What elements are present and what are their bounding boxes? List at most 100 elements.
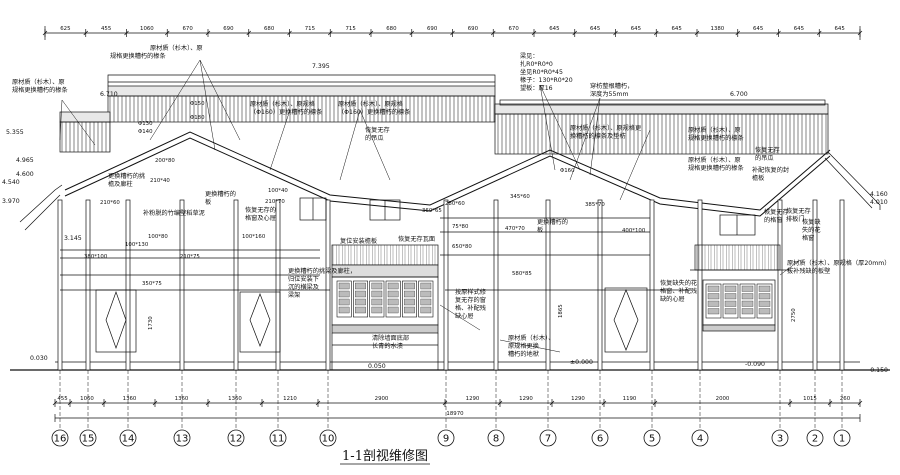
ann-6a: 穿枋整根糟朽， [590,82,633,90]
top-dim-17: 645 [753,26,763,32]
ann-15b: 板 [205,198,211,206]
level-3970: 3.970 [2,198,20,205]
axis-circle-11 [269,429,287,447]
axis-label-8: 8 [493,434,499,445]
axis-label-10: 10 [322,434,335,445]
ann-16: 复位安装檐板 [340,237,377,245]
ann-23d: 梁架 [288,291,300,299]
ann-9b: 规格更换糟朽的椽条 [688,164,744,172]
size-m3: Φ150 [190,101,205,107]
ann-3b: （Φ160）更换糟朽的檩条 [250,108,322,116]
ann-19a: 更换糟朽的 [537,218,568,226]
axis-label-5: 5 [649,434,655,445]
size-m22: 75*80 [452,224,469,230]
ann-1b: 规格更换糟朽的椽条 [110,52,166,60]
level-5355: 5.355 [6,129,24,136]
bottom-dim-9: 1290 [571,396,585,402]
main-roof [19,74,881,231]
ann-18a: 恢复无存 [764,208,789,216]
bottom-dim-0: 455 [57,396,67,402]
size-m23: 345*60 [510,194,530,200]
size-m9: 100*40 [268,188,288,194]
axis-label-12: 12 [230,434,243,445]
level-4160: 4.160 [870,191,888,198]
ann-12a: 补配恢复的封 [752,166,789,174]
ann-5c: 坐见R0*R0*45 [520,68,563,76]
level-0090: -0.090 [745,361,765,368]
size-m5: 200*80 [155,158,175,164]
ann-6b: 深度为55mm [590,90,629,98]
ann-4b: （Φ160）更换糟朽的檩条 [338,108,410,116]
ann-5a: 梁见： [520,52,539,60]
right-lattice-window [694,244,781,332]
level-0000: ±0.000 [570,359,593,366]
top-dim-5: 680 [264,26,275,32]
top-dim-0: 625 [60,26,70,32]
ann-19b: 板 [537,226,543,234]
ann-12b: 檐板 [752,174,764,182]
ann-21b: 排板门 [786,215,805,223]
axis-circle-2 [806,429,824,447]
level-0030: 0.030 [30,355,48,362]
top-dim-9: 690 [427,26,438,32]
vdim-1: 1730 [148,316,154,330]
ann-5e: 望板：厚16 [520,84,553,92]
level-4600: 4.600 [16,171,34,178]
bottom-dim-2: 1360 [123,396,137,402]
axis-label-15: 15 [82,434,95,445]
central-lattice-window [331,244,439,370]
top-dim-4: 690 [223,26,234,32]
axis-circle-3 [771,429,789,447]
top-dim-13: 645 [590,26,600,32]
axis-circle-5 [643,429,661,447]
ann-20a: 恢复缺 [802,218,821,226]
ann-20c: 格窗 [802,234,814,242]
size-m17: 470*70 [505,226,525,232]
vdim-3: 1865 [558,304,564,318]
axis-label-6: 6 [597,434,603,445]
axis-label-9: 9 [443,434,449,445]
vdim-2: 2750 [791,308,797,322]
top-dim-3: 670 [182,26,193,32]
bottom-dim-6: 2900 [375,396,389,402]
ann-24c: 缺的心屉 [660,295,685,303]
top-dim-10: 690 [468,26,479,32]
size-m24: 385*70 [585,202,605,208]
ann-24a: 恢复缺失的花 [660,279,697,287]
ann-27b: 原规格更换 [508,342,539,350]
ann-5d: 椽子：130*R0*20 [520,76,573,84]
roof-truss [64,131,831,217]
ann-14: 补粉脱的竹编壁稻草泥 [143,209,205,217]
axis-label-16: 16 [54,434,67,445]
level-6700: 6.700 [730,91,748,98]
bottom-dim-4: 1360 [228,396,242,402]
ann-7a: 原材质（杉木）、原规格更 [570,124,641,132]
top-dim-6: 715 [305,26,315,32]
top-dim-2: 1060 [140,26,154,32]
size-m15: 350*75 [142,281,162,287]
ann-8a: 原材质（杉木）、原 [688,126,741,134]
bottom-dim-7: 1290 [466,396,480,402]
ann-11a: 恢复无存 [755,146,780,154]
axis-label-7: 7 [545,434,551,445]
top-dim-15: 645 [671,26,681,32]
vertical-dims: 1730 2750 1865 [148,304,797,330]
ann-15a: 更换糟朽的 [205,190,236,198]
bottom-dim-13: 260 [840,396,851,402]
top-dim-16: 1380 [711,26,725,32]
ann-25d: 缺心屉 [455,312,474,320]
size-m8: 210*70 [265,199,285,205]
bottom-dim-5: 1210 [283,396,297,402]
ann-27a: 原材质（杉木）、 [508,334,554,342]
size-m25: Φ160 [560,168,575,174]
ann-2a: 原材质（杉木）、原 [12,78,65,86]
axis-label-14: 14 [122,434,135,445]
level-4965: 4.965 [16,157,34,164]
size-m11: 100*130 [125,242,149,248]
axis-circle-12 [227,429,245,447]
axis-circle-16 [51,429,69,447]
bottom-dimension-line [52,399,863,422]
top-dimension-line [42,26,863,40]
ann-22a: 更换糟朽的挑 [108,172,145,180]
axis-label-3: 3 [777,434,783,445]
